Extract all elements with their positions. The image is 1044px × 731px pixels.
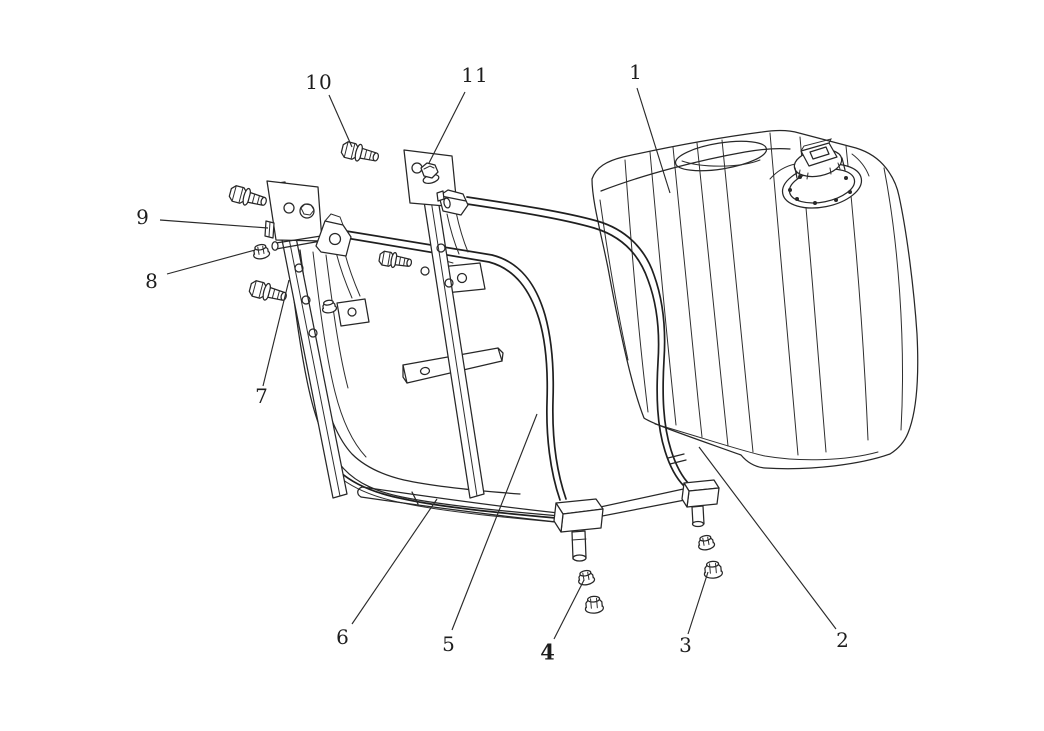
mounting-frame: [264, 149, 720, 562]
callout-11: 11: [461, 63, 489, 87]
callout-1: 1: [629, 60, 643, 84]
fuel-tank: [591, 130, 919, 470]
right-clamp-stud: [691, 505, 705, 528]
hex-bolt-upper-left: [228, 185, 267, 206]
leader-line-6: [351, 498, 438, 625]
leader-line-9: [159, 219, 269, 229]
strap-bracket-rear: [420, 260, 486, 294]
flange-bolt-holes: [788, 175, 852, 205]
leader-line-4: [553, 579, 585, 640]
callout-4: 4: [540, 639, 556, 665]
tank-top-inner-edge: [600, 148, 791, 192]
clevis-pin: [271, 235, 322, 251]
leader-line-2: [698, 446, 837, 630]
strap-bracket-front: [336, 298, 370, 327]
callout-2: 2: [836, 628, 850, 652]
left-post: [264, 180, 348, 499]
cap-handle: [800, 142, 838, 167]
callout-8: 8: [145, 269, 159, 293]
right-post: [403, 149, 485, 499]
hex-nut-4a: [578, 569, 596, 586]
carrier-rolled-edge: [339, 471, 557, 519]
hex-bolt-lower-left: [248, 280, 287, 301]
carrier-band: [286, 246, 561, 523]
left-clamp: [553, 498, 604, 562]
brace-hole: [419, 366, 431, 376]
hex-nut-3a: [698, 534, 716, 551]
cap-serrations: [798, 162, 841, 180]
rear-strap-clevis: [436, 189, 469, 216]
hex-nut-3b: [703, 560, 723, 579]
leader-line-8: [166, 249, 256, 275]
filler-neck-arcs: [769, 153, 870, 180]
left-clamp-stud: [571, 530, 587, 562]
callout-6: 6: [336, 625, 350, 649]
tank-outline: [591, 130, 919, 470]
callout-10: 10: [305, 70, 333, 94]
leader-line-10: [328, 94, 353, 148]
plate-hole: [283, 202, 295, 214]
leader-lines: [159, 87, 837, 640]
leader-line-11: [428, 91, 466, 164]
leader-line-5: [451, 413, 538, 631]
hex-nut-4b: [584, 595, 604, 614]
filler-cap: [769, 138, 870, 209]
hex-bolt-11: [420, 162, 440, 185]
cap-handle-slot: [809, 146, 830, 160]
callout-7: 7: [255, 384, 269, 408]
front-strap-clevis: [315, 213, 352, 257]
right-clamp: [681, 479, 720, 528]
hex-bolt-mid: [378, 250, 413, 269]
leader-line-7: [262, 279, 290, 387]
hardware: [228, 141, 723, 614]
bottom-rail: [357, 486, 691, 524]
tank-top-recess-shadow: [681, 159, 761, 167]
rear-strap: [446, 196, 691, 487]
hex-bolt-10: [340, 141, 380, 162]
tank-bottom-inner-edge: [654, 423, 879, 461]
hex-nut-8: [253, 243, 271, 260]
leader-line-1: [636, 87, 671, 194]
leader-line-3: [687, 571, 709, 635]
callout-3: 3: [679, 633, 693, 657]
hex-nut-bracket: [321, 299, 338, 314]
tank-top-recess: [674, 140, 768, 172]
callout-9: 9: [136, 205, 150, 229]
callout-5: 5: [442, 632, 456, 656]
